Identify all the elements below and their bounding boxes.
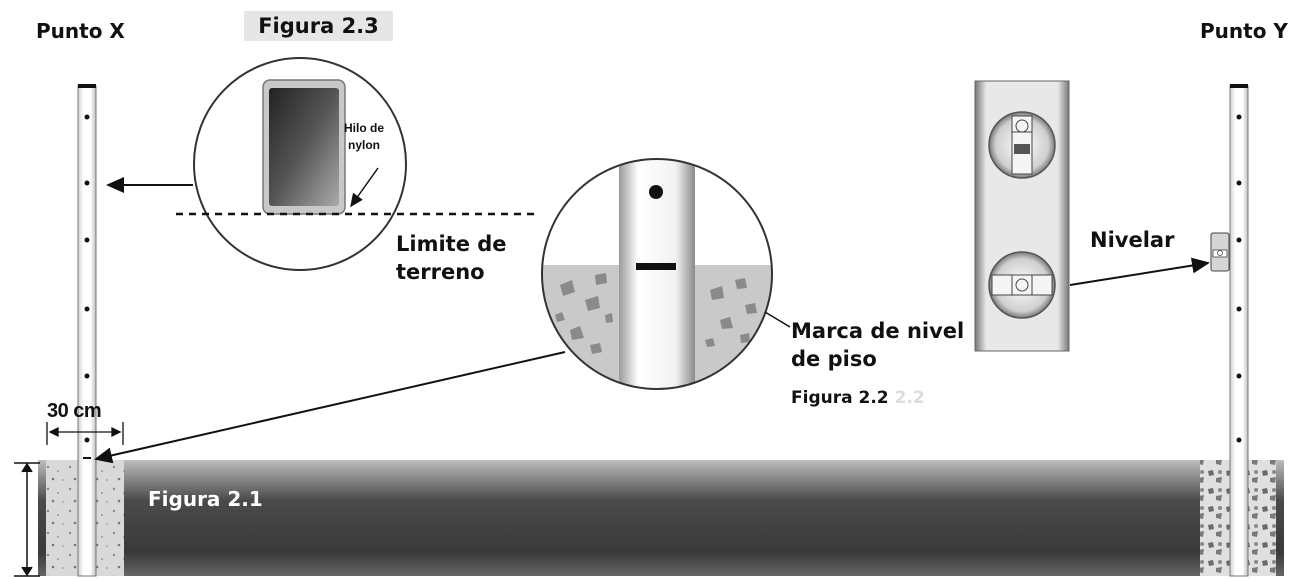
post-punto-x	[77, 84, 97, 577]
label-limite-de-terreno: Limite de terreno	[396, 232, 507, 284]
depth-arrow	[14, 462, 40, 577]
magnifier-figura-2-2	[541, 158, 773, 390]
label-marca-de-nivel: Marca de nivel de piso	[791, 319, 965, 371]
caption-figura-2-2-text: Figura 2.2	[791, 388, 889, 408]
dimension-30cm	[46, 422, 124, 445]
arrow-icon	[1069, 257, 1210, 286]
label-hilo-line1: Hilo de	[344, 121, 385, 135]
label-punto-y: Punto Y	[1200, 19, 1288, 43]
label-30cm: 30 cm	[47, 400, 102, 422]
ground	[38, 460, 1284, 576]
label-nivelar: Nivelar	[1090, 228, 1175, 252]
label-hilo-de-nylon: Hilo de nylon	[344, 120, 384, 154]
caption-figura-2-1: Figura 2.1	[148, 487, 263, 511]
pointer-line	[764, 311, 791, 328]
caption-figura-2-2-ghost: 2.2	[894, 388, 925, 408]
magnifier-figura-2-3	[193, 57, 407, 271]
label-hilo-line2: nylon	[348, 138, 380, 152]
arrow-icon	[350, 167, 379, 208]
post-punto-y	[1210, 84, 1249, 577]
level-closeup	[974, 80, 1070, 352]
caption-figura-2-3: Figura 2.3	[244, 11, 393, 41]
label-punto-x: Punto X	[36, 19, 125, 43]
arrow-icon	[94, 351, 566, 464]
